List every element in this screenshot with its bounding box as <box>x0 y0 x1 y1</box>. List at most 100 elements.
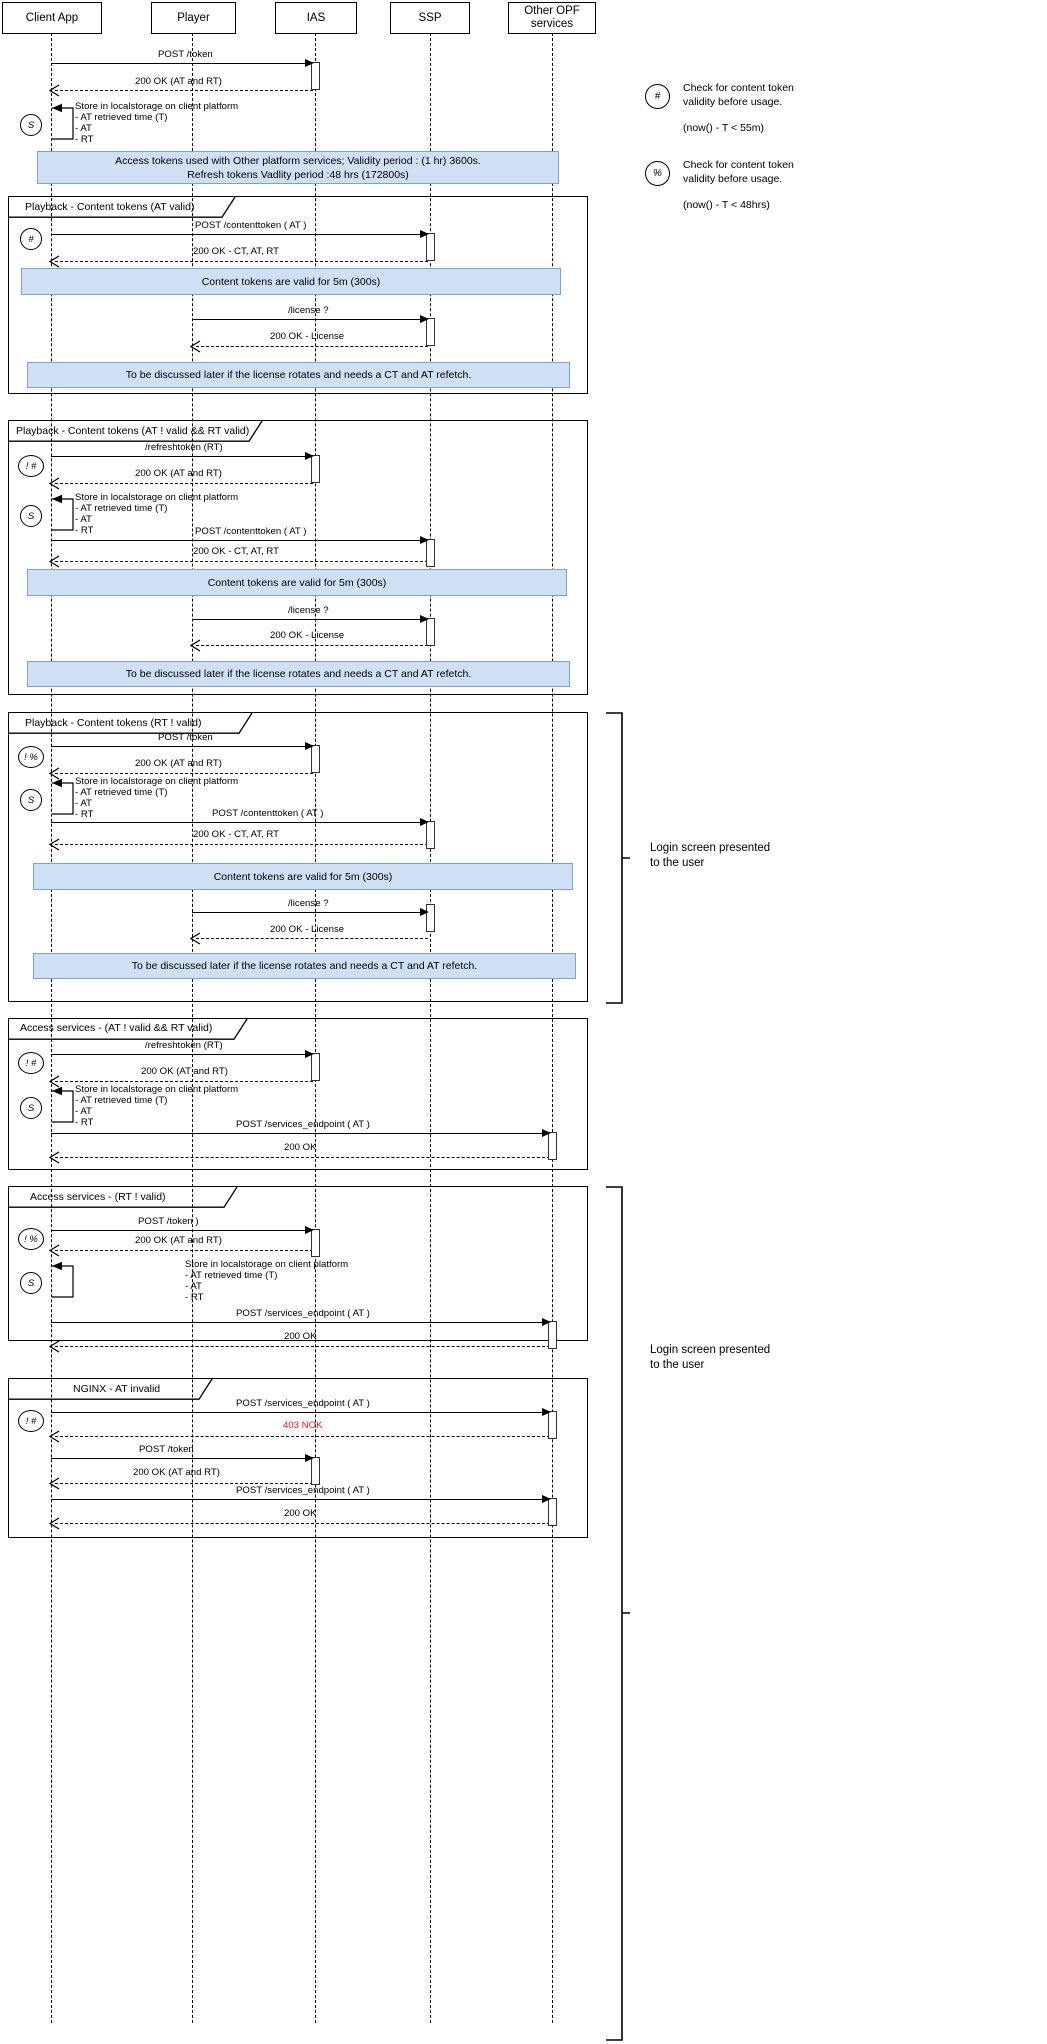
actor-player[interactable]: Player <box>151 2 236 34</box>
arrow-head-icon <box>420 535 429 544</box>
store-line-4: - RT <box>75 1117 94 1128</box>
message-label-200-ok-at-rt: 200 OK (AT and RT) <box>135 76 222 87</box>
legend-hash-icon: # <box>645 84 670 109</box>
message-line-post-token-4 <box>51 1458 312 1459</box>
activation-bar-ssp-2 <box>426 318 435 346</box>
marker-label: S <box>27 119 35 131</box>
store-line-3: - AT <box>75 514 92 525</box>
marker-store-4: S <box>20 1097 42 1119</box>
fragment-nginx-at-invalid <box>8 1378 588 1538</box>
arrow-head-icon <box>305 451 314 460</box>
marker-label: S <box>27 794 35 806</box>
message-label-license-2: /license ? <box>288 605 329 616</box>
marker-label: ! # <box>25 460 37 472</box>
message-label-post-token-2: POST /token <box>158 732 213 743</box>
message-line-post-token-3 <box>51 1230 312 1231</box>
fragment-tab-5 <box>8 1186 238 1208</box>
store-note-4: Store in localstorage on client platform <box>75 1084 238 1096</box>
legend-symbol: # <box>654 91 661 102</box>
actor-client-app[interactable]: Client App <box>2 2 102 34</box>
fragment-label-4: Access services - (AT ! valid && RT vali… <box>20 1022 213 1034</box>
store-note-2-l2: - AT retrieved time (T) <box>75 503 167 515</box>
message-line-post-contenttoken-3 <box>51 822 427 823</box>
marker-store-5: S <box>20 1272 42 1294</box>
fragment-label-3: Playback - Content tokens (RT ! valid) <box>25 717 202 729</box>
message-label-200-ok-at-rt-3: 200 OK (AT and RT) <box>135 758 222 769</box>
message-line-post-services-3 <box>51 1412 549 1413</box>
marker-label: ! % <box>24 751 38 763</box>
note-license-rotate-3: To be discussed later if the license rot… <box>33 953 576 979</box>
store-line-2: - AT retrieved time (T) <box>185 1270 278 1281</box>
note-text: To be discussed later if the license rot… <box>125 369 472 381</box>
legend-percent: % Check for content token validity befor… <box>645 155 1035 225</box>
self-message-store-3 <box>51 778 77 818</box>
arrow-head-icon <box>305 1453 314 1462</box>
store-note-1: Store in localstorage on client platform <box>75 101 238 113</box>
actor-label: Other OPF services <box>524 5 580 30</box>
fragment-tab-6 <box>8 1378 213 1400</box>
activation-bar-ias-2 <box>311 455 320 483</box>
activation-bar-ssp-3 <box>426 539 435 567</box>
message-label-post-services-4: POST /services_endpoint ( AT ) <box>236 1485 370 1496</box>
message-label-post-token-3: POST /token ) <box>138 1216 199 1227</box>
lifeline-ssp <box>430 33 431 2023</box>
message-line-200-ok-at-rt-5 <box>55 1250 313 1251</box>
arrow-head-icon <box>542 1128 551 1137</box>
message-line-200-ok-license-1 <box>196 346 428 347</box>
note-text: Access tokens used with Other platform s… <box>115 154 481 181</box>
arrow-head-icon <box>420 614 429 623</box>
message-label-license-3: /license ? <box>288 898 329 909</box>
message-label-200-ok-at-rt-2: 200 OK (AT and RT) <box>135 468 222 479</box>
store-line-3: - AT <box>75 798 92 809</box>
message-label-refreshtoken-2: /refreshtoken (RT) <box>145 1040 223 1051</box>
message-label-post-contenttoken-2: POST /contenttoken ( AT ) <box>195 526 307 537</box>
self-message-store-4 <box>51 1086 77 1126</box>
message-line-post-services-2 <box>51 1322 549 1323</box>
activation-bar-opf-4 <box>548 1498 557 1526</box>
message-line-refreshtoken-1 <box>51 456 312 457</box>
marker-label: # <box>28 233 34 245</box>
store-note-5-l4: - RT <box>185 1292 203 1304</box>
message-line-200-ok-1 <box>55 1157 550 1158</box>
store-line-3: - AT <box>185 1281 202 1292</box>
actor-other-opf-services[interactable]: Other OPF services <box>508 2 596 34</box>
actor-label: IAS <box>306 11 326 24</box>
arrow-head-open-icon <box>49 1477 61 1490</box>
note-text: To be discussed later if the license rot… <box>125 668 472 680</box>
store-line-2: - AT retrieved time (T) <box>75 503 168 514</box>
legend-hash-text: Check for content token validity before … <box>683 82 794 108</box>
activation-bar-ssp-4 <box>426 618 435 646</box>
store-note-5-l2: - AT retrieved time (T) <box>185 1270 277 1282</box>
arrow-head-icon <box>420 314 429 323</box>
activation-bar-ias <box>311 62 320 90</box>
fragment-tab-4 <box>8 1018 248 1040</box>
message-label-200-ok-ct-3: 200 OK - CT, AT, RT <box>193 829 280 840</box>
actor-ias[interactable]: IAS <box>275 2 357 34</box>
message-label-200-ok-at-rt-4: 200 OK (AT and RT) <box>141 1066 228 1077</box>
message-line-200-ok-ct-2 <box>55 561 428 562</box>
arrow-head-open-icon <box>49 555 61 568</box>
activation-bar-opf-1 <box>548 1132 557 1160</box>
message-label-200-ok-license-2: 200 OK - License <box>270 630 345 641</box>
store-note-2-l3: - AT <box>75 514 92 526</box>
fragment-label-6: NGINX - AT invalid <box>73 1383 161 1395</box>
arrow-head-open-icon <box>190 340 202 353</box>
arrow-head-open-icon <box>190 639 202 652</box>
lifeline-player <box>192 33 193 2023</box>
arrow-head-icon <box>542 1494 551 1503</box>
arrow-head-icon <box>542 1317 551 1326</box>
message-label-200-ok-at-rt-6: 200 OK (AT and RT) <box>133 1467 220 1478</box>
arrow-head-icon <box>305 1225 314 1234</box>
message-label-200-ok-1: 200 OK <box>284 1142 317 1153</box>
arrow-head-icon <box>305 741 314 750</box>
arrow-head-open-icon <box>49 1075 61 1088</box>
fragment-access-services-rt-invalid <box>8 1186 588 1341</box>
marker-bang-hash-3: ! # <box>18 1410 44 1432</box>
fragment-tab-1 <box>8 196 236 218</box>
actor-ssp[interactable]: SSP <box>390 2 470 34</box>
legend-percent-condition: (now() - T < 48hrs) <box>683 199 770 211</box>
legend-hash-condition: (now() - T < 55m) <box>683 122 765 134</box>
marker-bang-percent-2: ! % <box>18 1228 44 1250</box>
note-text: Content tokens are valid for 5m (300s) <box>213 870 393 883</box>
